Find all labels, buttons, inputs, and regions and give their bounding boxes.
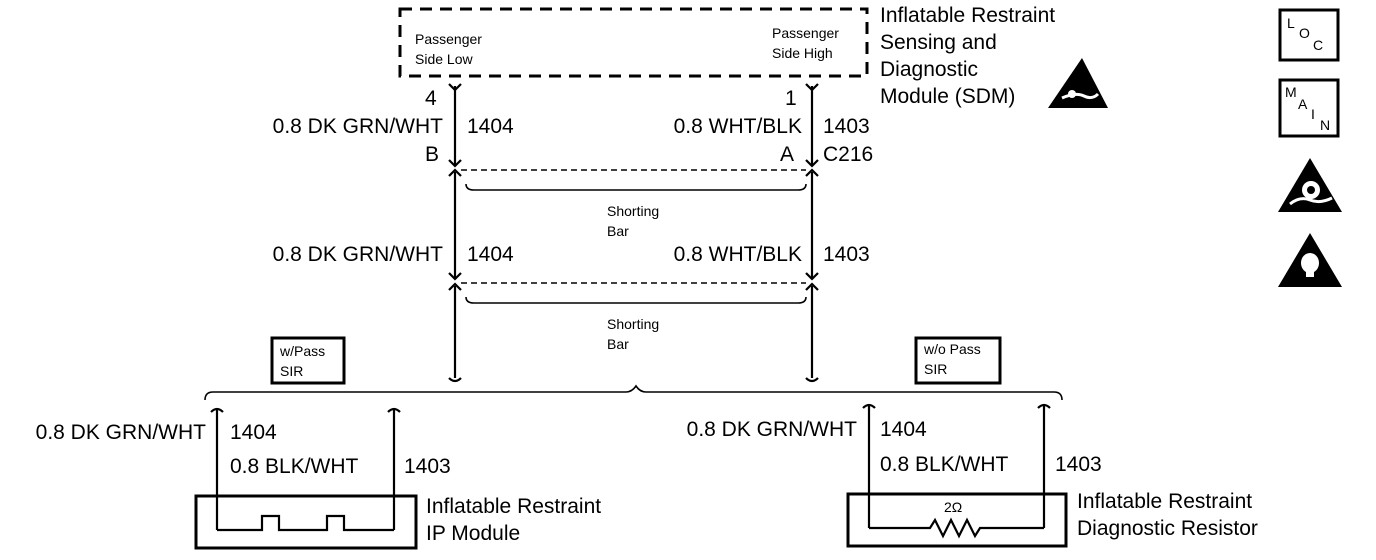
shorting-bar-2-line1: Shorting [607,316,659,332]
diag-resistor-title-line1: Inflatable Restraint [1077,490,1252,513]
shorting-bar-2 [465,296,807,304]
wire-high-color-1: 0.8 WHT/BLK [674,115,802,138]
ip-module-wiring [210,407,401,532]
option-with-pass-sir-box [270,336,346,385]
sdm-title-line4: Module (SDM) [880,85,1015,108]
ip-wire-low-color: 0.8 DK GRN/WHT [36,421,207,444]
wire-low-color-1: 0.8 DK GRN/WHT [273,115,444,138]
sdm-low-label-line2: Side Low [415,51,473,67]
connector-name: C216 [823,143,873,166]
ip-wire-high-color: 0.8 BLK/WHT [230,455,359,478]
connector-pin-high: A [780,143,794,166]
option-without-pass-sir-box [914,336,1002,385]
option-with-pass-sir-line2: SIR [280,363,303,379]
ip-module-title-line1: Inflatable Restraint [426,495,601,518]
wire-low-color-2: 0.8 DK GRN/WHT [273,243,444,266]
svg-text:C: C [1313,37,1323,53]
option-brace [204,384,1063,401]
wire-low-circuit-2: 1404 [467,243,514,266]
svg-text:A: A [1298,96,1308,112]
diag-resistor-title-line2: Diagnostic Resistor [1077,517,1258,540]
shorting-bar-1-line1: Shorting [607,203,659,219]
diag-resistor-box [846,492,1068,548]
caution-icon[interactable] [1278,233,1342,287]
wire-high-color-2: 0.8 WHT/BLK [674,243,802,266]
svg-text:M: M [1285,84,1297,100]
diag-resistor-wiring [862,403,1051,539]
diag-resistor-value: 2Ω [944,499,962,515]
option-with-pass-sir-line1: w/Pass [279,343,325,359]
svg-text:O: O [1299,25,1310,41]
diag-wire-high-color: 0.8 BLK/WHT [880,453,1009,476]
ip-wire-low-circuit: 1404 [230,421,277,444]
diag-wire-low-circuit: 1404 [880,418,927,441]
diag-wire-high-circuit: 1403 [1055,453,1102,476]
sdm-pin-high: 1 [785,87,797,110]
svg-text:L: L [1287,15,1295,31]
svg-text:N: N [1320,117,1330,133]
sdm-title-line3: Diagnostic [880,58,978,81]
option-without-pass-sir-line2: SIR [924,361,947,377]
air-bag-warning-icon[interactable] [1278,158,1342,212]
wire-low-circuit-1: 1404 [467,115,514,138]
sdm-pin-low: 4 [425,87,437,110]
sdm-outline [398,7,869,78]
ip-module-box [194,494,418,550]
sdm-title-line2: Sensing and [880,31,997,54]
wire-high-circuit-2: 1403 [823,243,870,266]
ip-wire-high-circuit: 1403 [404,455,451,478]
wire-1404 [448,83,462,383]
connector-pin-low: B [425,143,439,166]
sdm-title-line1: Inflatable Restraint [880,4,1055,27]
main-icon[interactable]: M A I N [1278,78,1340,138]
sdm-high-label-line1: Passenger [772,25,839,41]
wire-high-circuit-1: 1403 [823,115,870,138]
shorting-bar-2-line2: Bar [607,336,629,352]
svg-text:I: I [1311,106,1315,122]
shorting-bar-1 [465,183,807,191]
ip-module-title-line2: IP Module [426,522,520,545]
sdm-low-label-line1: Passenger [415,31,482,47]
option-without-pass-sir-line1: w/o Pass [923,341,981,357]
diag-wire-low-color: 0.8 DK GRN/WHT [687,418,858,441]
sdm-high-label-line2: Side High [772,45,833,61]
wire-1403 [805,83,819,383]
esd-sensitive-icon [1048,58,1108,108]
shorting-bar-1-line2: Bar [607,223,629,239]
loc-icon[interactable]: L O C [1278,8,1340,62]
